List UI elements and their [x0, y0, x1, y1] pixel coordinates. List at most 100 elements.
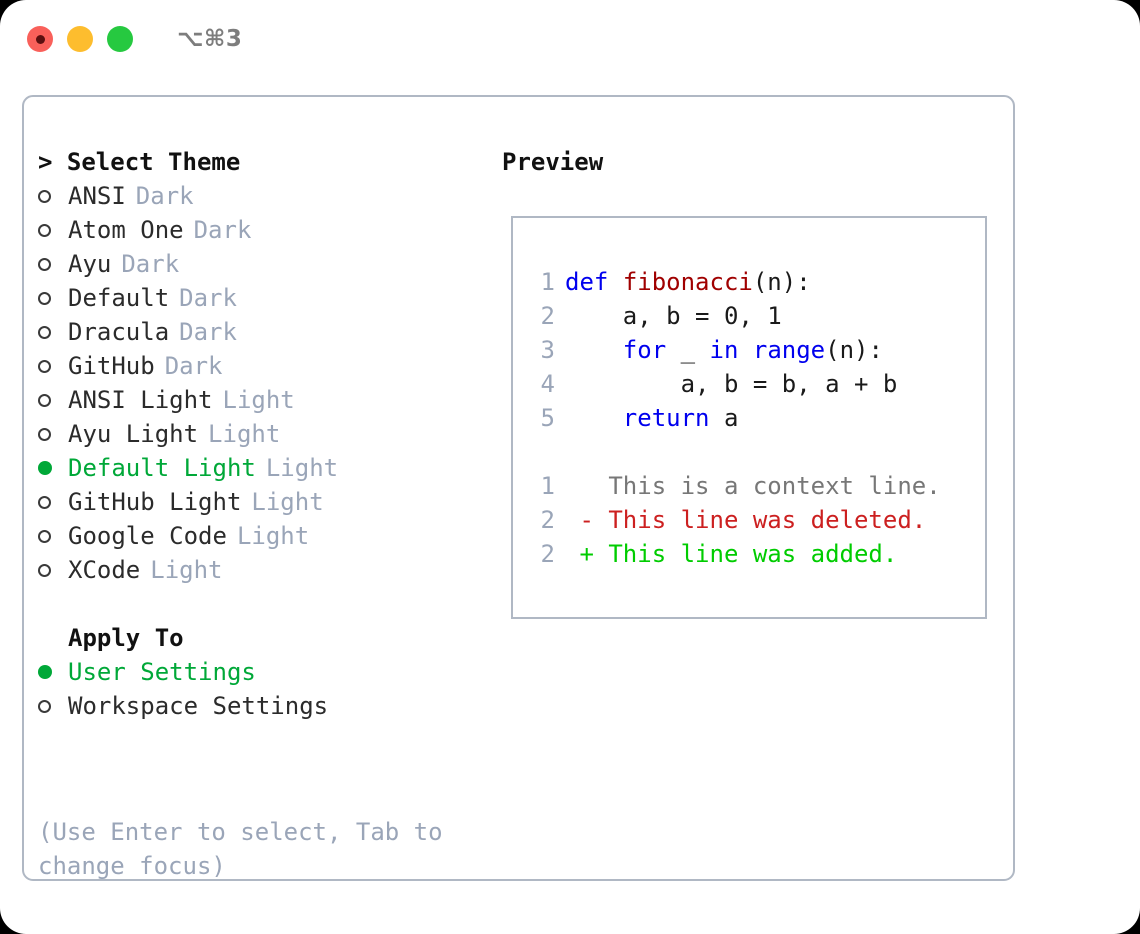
theme-variant-badge: Light: [150, 556, 223, 584]
code-text: a, b = 0, 1: [565, 299, 782, 333]
theme-option-11[interactable]: XCode Light: [38, 553, 508, 587]
title-bar: ⌥⌘3: [0, 0, 1140, 78]
token-plain: a, b = 0, 1: [565, 302, 782, 330]
radio-unselected-icon: [38, 563, 68, 577]
theme-option-label: Default Light: [68, 454, 256, 482]
line-number: 1: [540, 472, 555, 500]
theme-option-label: GitHub Light: [68, 488, 242, 516]
code-line: 2 a, b = 0, 1: [523, 299, 941, 333]
radio-mark: [38, 291, 51, 305]
theme-option-label: XCode: [68, 556, 141, 584]
apply-option-0[interactable]: User Settings: [38, 655, 508, 689]
token-plain: (n):: [752, 268, 811, 296]
minimize-button[interactable]: [67, 26, 93, 52]
theme-list-header: > Select Theme: [38, 148, 241, 176]
diff-line: 1 This is a context line.: [523, 469, 941, 503]
token-plain: _: [666, 336, 710, 364]
code-text: for _ in range(n):: [565, 333, 883, 367]
theme-variant-badge: Dark: [121, 250, 180, 278]
code-text: This is a context line.: [565, 469, 941, 503]
token-add: + This line was added.: [565, 540, 898, 568]
radio-mark: [38, 189, 51, 203]
theme-option-6[interactable]: ANSI Light Light: [38, 383, 508, 417]
diff-line: 2 + This line was added.: [523, 537, 941, 571]
radio-unselected-icon: [38, 699, 68, 713]
line-number: 2: [540, 302, 555, 330]
code-line: 4 a, b = b, a + b: [523, 367, 941, 401]
radio-unselected-icon: [38, 325, 68, 339]
code-text: - This line was deleted.: [565, 503, 926, 537]
code-blank-line: [523, 435, 941, 469]
theme-variant-badge: Dark: [193, 216, 252, 244]
code-text: + This line was added.: [565, 537, 897, 571]
radio-unselected-icon: [38, 257, 68, 271]
line-number: 2: [540, 506, 555, 534]
preview-title: Preview: [502, 148, 604, 176]
token-kw: for: [622, 336, 667, 364]
radio-unselected-icon: [38, 359, 68, 373]
line-number: 4: [540, 370, 555, 398]
theme-option-1[interactable]: Atom One Dark: [38, 213, 508, 247]
radio-unselected-icon: [38, 393, 68, 407]
code-line: 5 return a: [523, 401, 941, 435]
radio-unselected-icon: [38, 291, 68, 305]
theme-variant-badge: Light: [222, 386, 295, 414]
token-plain: (n):: [825, 336, 883, 364]
maximize-button[interactable]: [107, 26, 133, 52]
theme-variant-badge: Dark: [179, 284, 237, 312]
token-ctx: This is a context line.: [565, 472, 941, 500]
radio-unselected-icon: [38, 529, 68, 543]
token-del: - This line was deleted.: [565, 506, 927, 534]
apply-option-label: Workspace Settings: [68, 692, 329, 720]
token-kw: range: [752, 336, 826, 364]
theme-option-label: Ayu: [68, 250, 112, 278]
radio-unselected-icon: [38, 223, 68, 237]
theme-option-4[interactable]: Dracula Dark: [38, 315, 508, 349]
token-kw: in: [709, 336, 739, 364]
token-plain: a, b = b, a + b: [565, 370, 898, 398]
apply-option-1[interactable]: Workspace Settings: [38, 689, 508, 723]
radio-mark: [38, 393, 51, 407]
token-fn: fibonacci: [622, 268, 753, 296]
radio-mark: [38, 359, 51, 373]
radio-mark: [38, 699, 51, 713]
theme-option-label: GitHub: [68, 352, 155, 380]
radio-selected-icon: [38, 665, 68, 679]
diff-line: 2 - This line was deleted.: [523, 503, 941, 537]
line-number: 3: [540, 336, 555, 364]
list-spacer: [38, 587, 508, 621]
theme-option-label: Atom One: [68, 216, 184, 244]
theme-option-2[interactable]: Ayu Dark: [38, 247, 508, 281]
radio-mark: [38, 563, 51, 577]
theme-option-label: Dracula: [68, 318, 170, 346]
theme-option-5[interactable]: GitHub Dark: [38, 349, 508, 383]
radio-mark: [38, 325, 51, 339]
radio-mark: [38, 427, 51, 441]
code-text: a, b = b, a + b: [565, 367, 898, 401]
theme-variant-badge: Dark: [179, 318, 237, 346]
radio-mark: [38, 461, 52, 475]
theme-variant-badge: Dark: [164, 352, 223, 380]
apply-to-header: Apply To: [68, 624, 184, 652]
theme-option-label: ANSI Light: [68, 386, 213, 414]
window-title: ⌥⌘3: [177, 26, 243, 52]
close-button[interactable]: [27, 26, 53, 52]
apply-option-label: User Settings: [68, 658, 256, 686]
theme-option-label: ANSI: [68, 182, 126, 210]
theme-variant-badge: Light: [236, 522, 310, 550]
code-line: 3 for _ in range(n):: [523, 333, 941, 367]
radio-unselected-icon: [38, 427, 68, 441]
